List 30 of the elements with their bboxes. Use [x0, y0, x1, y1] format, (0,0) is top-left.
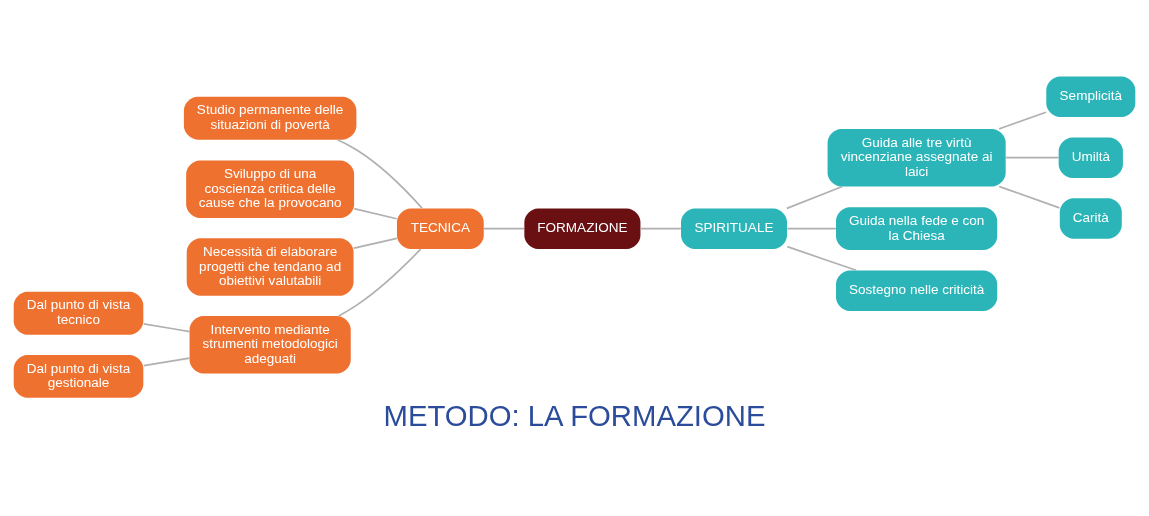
connector: [142, 357, 191, 367]
diagram-title: METODO: LA FORMAZIONE: [383, 398, 766, 432]
node-box: FORMAZIONE: [524, 208, 641, 249]
node-box: Sviluppo di una coscienza critica delle cause che la provocano: [186, 160, 355, 218]
connector: [337, 248, 422, 317]
node-box: Guida nella fede e con la Chiesa: [836, 207, 998, 251]
node-box: Intervento mediante strumenti metodologici adeguati: [189, 316, 351, 374]
node-box: TECNICA: [396, 208, 484, 249]
connector: [336, 138, 423, 209]
node-box: Semplicità: [1046, 76, 1136, 118]
connector: [142, 323, 191, 333]
node-box: Guida alle tre virtù vincenziane assegnate ai laici: [827, 128, 1006, 187]
connector: [785, 185, 844, 210]
connector: [786, 227, 837, 230]
node-box: Studio permanente delle situazioni di povertà: [183, 96, 357, 140]
connector: [482, 227, 525, 230]
node-box: SPIRITUALE: [681, 208, 787, 249]
node-box: Dal punto di vista gestionale: [13, 354, 144, 398]
node-box: Sostegno nelle criticità: [836, 270, 998, 311]
connector: [1004, 156, 1060, 159]
connector: [640, 227, 682, 230]
connector: [998, 185, 1061, 209]
node-box: Umiltà: [1058, 137, 1123, 178]
node-box: Dal punto di vista tecnico: [13, 291, 144, 335]
connector: [353, 207, 398, 220]
connector: [786, 245, 857, 272]
connector: [352, 237, 398, 250]
node-box: Carità: [1059, 198, 1122, 239]
node-box: Necessità di elaborare progetti che tendano ad obiettivi valutabili: [186, 238, 354, 296]
connector: [998, 111, 1047, 130]
